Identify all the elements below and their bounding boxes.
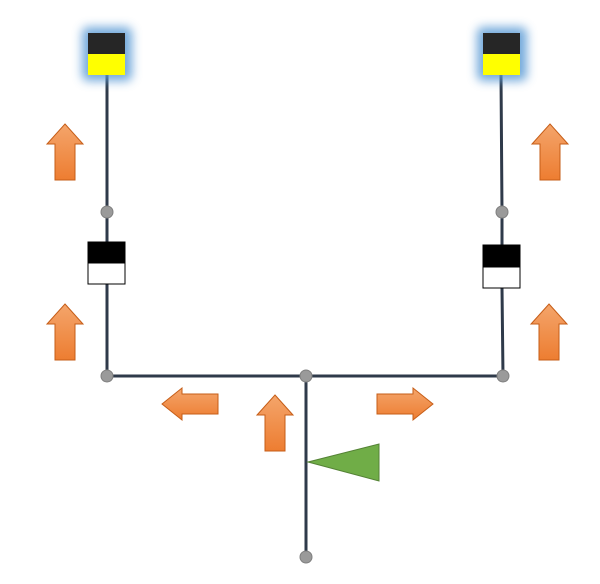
- flow-arrow-up-icon: [529, 303, 569, 361]
- flow-arrow-up-icon: [255, 394, 295, 452]
- flow-arrow-up-icon: [45, 303, 85, 361]
- node-center[interactable]: [299, 369, 313, 383]
- signal-bottom-yellow: [88, 54, 125, 75]
- intermediate-signal-right[interactable]: [482, 244, 521, 289]
- intermediate-signal-left[interactable]: [87, 241, 126, 285]
- node-bottom[interactable]: [299, 550, 313, 564]
- flow-arrow-up-icon: [530, 123, 570, 181]
- signal-bottom-white: [482, 266, 521, 289]
- node-left-upper[interactable]: [100, 205, 114, 219]
- junction-nodes: [100, 205, 510, 564]
- right-track-upper: [499, 73, 504, 214]
- signal-top-dark: [483, 33, 520, 54]
- terminal-signal-left[interactable]: [82, 27, 132, 81]
- node-right-corner[interactable]: [496, 369, 510, 383]
- signal-top-black: [482, 244, 521, 268]
- track-lines: [105, 73, 505, 559]
- flow-arrows: [45, 123, 570, 452]
- node-right-upper[interactable]: [495, 205, 509, 219]
- signal-bottom-yellow: [483, 54, 520, 75]
- flow-arrow-right-icon: [376, 386, 434, 422]
- node-left-corner[interactable]: [100, 369, 114, 383]
- flow-arrow-up-icon: [45, 123, 85, 181]
- start-flag-icon[interactable]: [306, 443, 380, 482]
- signal-top-dark: [88, 33, 125, 54]
- terminal-signal-right[interactable]: [477, 27, 527, 81]
- signal-bottom-white: [87, 262, 126, 285]
- flow-arrow-left-icon: [161, 386, 219, 422]
- right-track-lower: [500, 286, 505, 378]
- signal-top-black: [87, 241, 126, 264]
